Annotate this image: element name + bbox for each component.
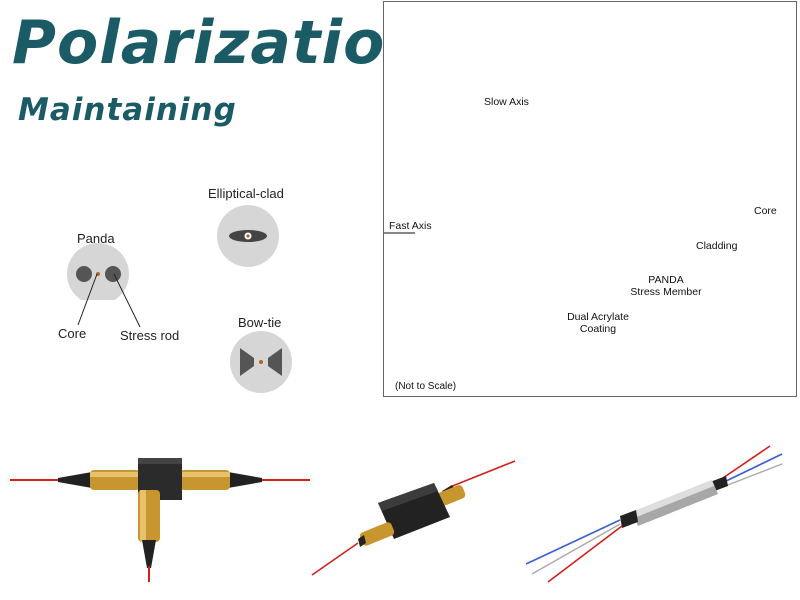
coating-layer	[429, 2, 798, 326]
page-title: Polarization	[12, 8, 429, 78]
fast-axis-label: Fast Axis	[389, 220, 432, 232]
core-label: Core	[58, 326, 87, 341]
cladding-layer	[450, 2, 797, 303]
fiber-drawing: Slow Axis Fast Axis Core Cladding PANDA …	[384, 2, 798, 392]
slow-axis-label: Slow Axis	[484, 96, 529, 108]
stress-rod-label: Stress rod	[120, 328, 180, 343]
elliptical-clad-fiber-icon	[217, 205, 279, 267]
dual-acrylate-label-2: Coating	[580, 323, 616, 335]
pm-circulator-icon	[10, 458, 310, 582]
elliptical-clad-label: Elliptical-clad	[208, 186, 284, 201]
panda-label: Panda	[77, 231, 115, 246]
panda-fiber-icon	[67, 243, 129, 300]
core-callout-label: Core	[754, 205, 777, 217]
bow-tie-fiber-icon	[230, 331, 292, 393]
stress-member-lower	[509, 79, 797, 293]
pm-fiber-coupler-icon	[525, 445, 783, 583]
pm-isolator-icon	[311, 460, 516, 576]
page-subtitle: Maintaining	[18, 92, 237, 128]
bow-tie-label: Bow-tie	[238, 315, 282, 330]
not-to-scale-label: (Not to Scale)	[395, 381, 456, 392]
dual-acrylate-label-1: Dual Acrylate	[567, 311, 629, 323]
panda-stress-member-label-2: Stress Member	[630, 286, 702, 298]
stress-member-upper	[509, 2, 797, 209]
cladding-callout-label: Cladding	[696, 240, 738, 252]
panda-stress-member-label-1: PANDA	[648, 274, 683, 286]
panda-fiber-diagram: Slow Axis Fast Axis Core Cladding PANDA …	[383, 1, 797, 397]
panda-callout-lines	[77, 273, 141, 328]
coating-top-edge	[521, 2, 797, 161]
